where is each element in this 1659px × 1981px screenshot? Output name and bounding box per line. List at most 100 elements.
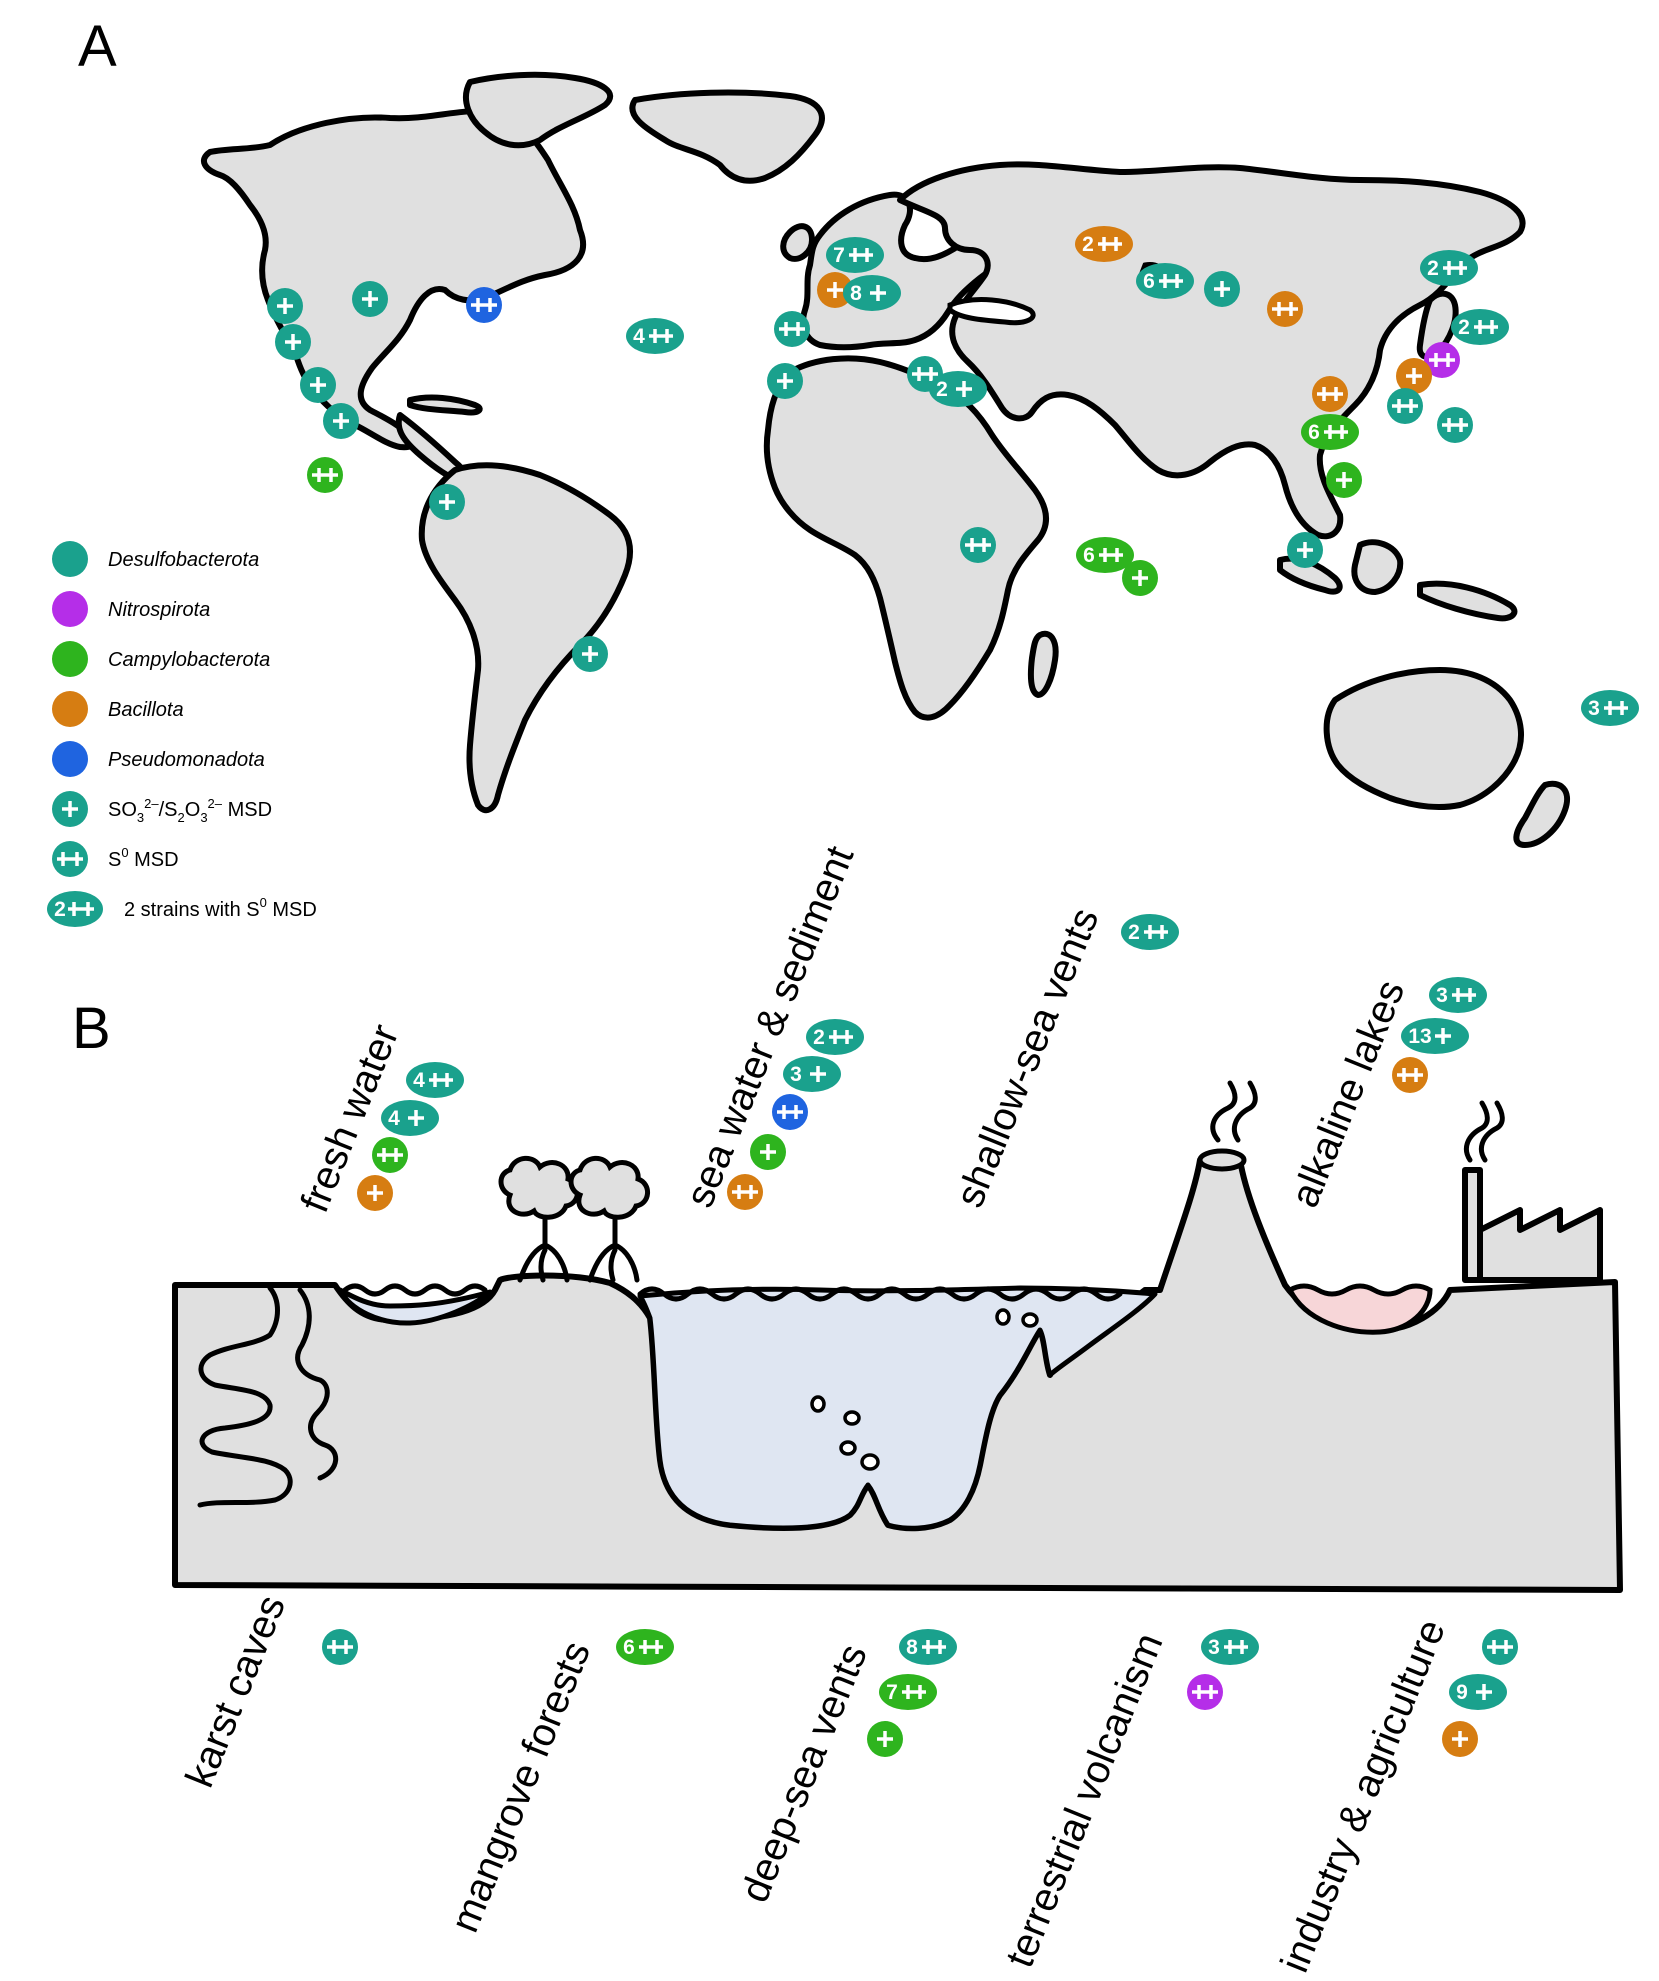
map-marker: [323, 403, 359, 439]
habitat-label-terrestrial-volcanism: terrestrial volcanism: [998, 1627, 1172, 1973]
double-plus-icon: [1144, 925, 1168, 939]
plus-icon: [1406, 368, 1422, 384]
habitat-marker: [867, 1721, 903, 1757]
map-marker: [1326, 462, 1362, 498]
mangrove-trees: [498, 1155, 650, 1283]
habitat-marker: [322, 1629, 358, 1665]
double-plus-icon: [429, 1073, 453, 1087]
plus-icon: [1336, 472, 1352, 488]
marker-count: 2: [1082, 233, 1094, 256]
legend-item-desulfobacterota: Desulfobacterota: [52, 541, 259, 577]
double-plus-icon: [902, 1685, 926, 1699]
legend-swatch: [52, 591, 88, 627]
legend-item-campylobacterota: Campylobacterota: [52, 641, 270, 677]
legend-key-sulfur-msd: S0 MSD: [52, 841, 179, 877]
plus-icon: [62, 801, 78, 817]
marker-count: 13: [1408, 1025, 1431, 1048]
double-plus-icon: [1098, 237, 1122, 251]
mediterranean-sea: [947, 297, 1036, 326]
habitat-marker: 13: [1401, 1018, 1469, 1054]
marker-count: 7: [886, 1681, 898, 1704]
habitat-marker: [750, 1134, 786, 1170]
map-marker: [1287, 532, 1323, 568]
map-marker: [774, 311, 810, 347]
map-marker: 7: [826, 237, 884, 273]
double-plus-icon: [639, 1640, 663, 1654]
plus-icon: [1435, 1028, 1451, 1044]
double-plus-icon: [1192, 1685, 1218, 1699]
legend-label: Desulfobacterota: [108, 549, 259, 571]
legend-label: SO32–/S2O32– MSD: [108, 796, 272, 825]
plus-icon: [1452, 1731, 1468, 1747]
map-marker: [817, 272, 853, 308]
plus-icon: [870, 285, 886, 301]
wave-line: [342, 1283, 1123, 1302]
tree-canopy: [568, 1155, 650, 1220]
habitat-marker: [1187, 1674, 1223, 1710]
legend-label: Campylobacterota: [108, 649, 270, 671]
maritime-islands-2: [1351, 539, 1404, 595]
map-marker: 2: [1075, 226, 1133, 262]
map-marker: [352, 281, 388, 317]
plus-icon: [1132, 570, 1148, 586]
map-marker: [572, 636, 608, 672]
marker-count: 2: [1427, 257, 1439, 280]
map-marker: [275, 324, 311, 360]
tree-canopy: [498, 1155, 580, 1220]
world-map: [200, 71, 1570, 848]
factory-roof: [1477, 1207, 1603, 1283]
habitat-marker: [1392, 1057, 1428, 1093]
double-plus-icon: [779, 322, 805, 336]
marker-count: 2: [813, 1026, 825, 1049]
double-plus-icon: [849, 248, 873, 262]
north-america-landmass: [200, 108, 587, 451]
map-marker: 8: [843, 275, 901, 311]
habitat-marker: 4: [406, 1062, 464, 1098]
double-plus-icon: [1159, 274, 1183, 288]
double-plus-icon: [1487, 1640, 1513, 1654]
arctic-island: [463, 71, 614, 149]
greenland-landmass: [629, 89, 825, 184]
map-marker: [466, 287, 502, 323]
double-plus-icon: [1099, 548, 1123, 562]
double-plus-icon: [312, 468, 338, 482]
plus-icon: [1297, 542, 1313, 558]
plus-icon: [277, 298, 293, 314]
marker-count: 2: [1128, 921, 1140, 944]
habitat-label-industry-agriculture: industry & agriculture: [1273, 1614, 1455, 1979]
cuba-island: [407, 394, 483, 416]
habitat-label-mangrove-forests: mangrove forests: [443, 1635, 600, 1938]
legend-label: Nitrospirota: [108, 599, 210, 621]
map-marker: [1312, 376, 1348, 412]
map-marker: 2: [1451, 309, 1509, 345]
legend-item-pseudomonadota: Pseudomonadota: [52, 741, 265, 777]
marker-count: 6: [1083, 544, 1095, 567]
legend-count: 2: [54, 898, 66, 921]
factory-building: [1462, 1100, 1603, 1283]
double-plus-icon: [777, 1105, 803, 1119]
habitat-label-alkaline-lakes: alkaline lakes: [1283, 974, 1414, 1213]
marker-count: 4: [388, 1107, 400, 1130]
legend-label: S0 MSD: [108, 845, 179, 871]
map-marker: 6: [1136, 263, 1194, 299]
map-marker: [1387, 388, 1423, 424]
map-marker: [1396, 358, 1432, 394]
plus-icon: [760, 1144, 776, 1160]
double-plus-icon: [1442, 418, 1468, 432]
marker-count: 4: [413, 1069, 425, 1092]
habitat-marker: 7: [879, 1674, 937, 1710]
fresh-water-pond: [337, 1287, 493, 1326]
habitat-marker: [357, 1175, 393, 1211]
map-marker: 2: [929, 371, 987, 407]
plus-icon: [367, 1185, 383, 1201]
plus-icon: [810, 1066, 826, 1082]
map-marker: [307, 457, 343, 493]
factory-chimney: [1462, 1167, 1483, 1283]
double-plus-icon: [377, 1148, 403, 1162]
legend-item-nitrospirota: Nitrospirota: [52, 591, 210, 627]
tree-roots: [517, 1217, 640, 1283]
map-marker: [300, 367, 336, 403]
legend-swatch: [52, 541, 88, 577]
map-marker: [1122, 560, 1158, 596]
